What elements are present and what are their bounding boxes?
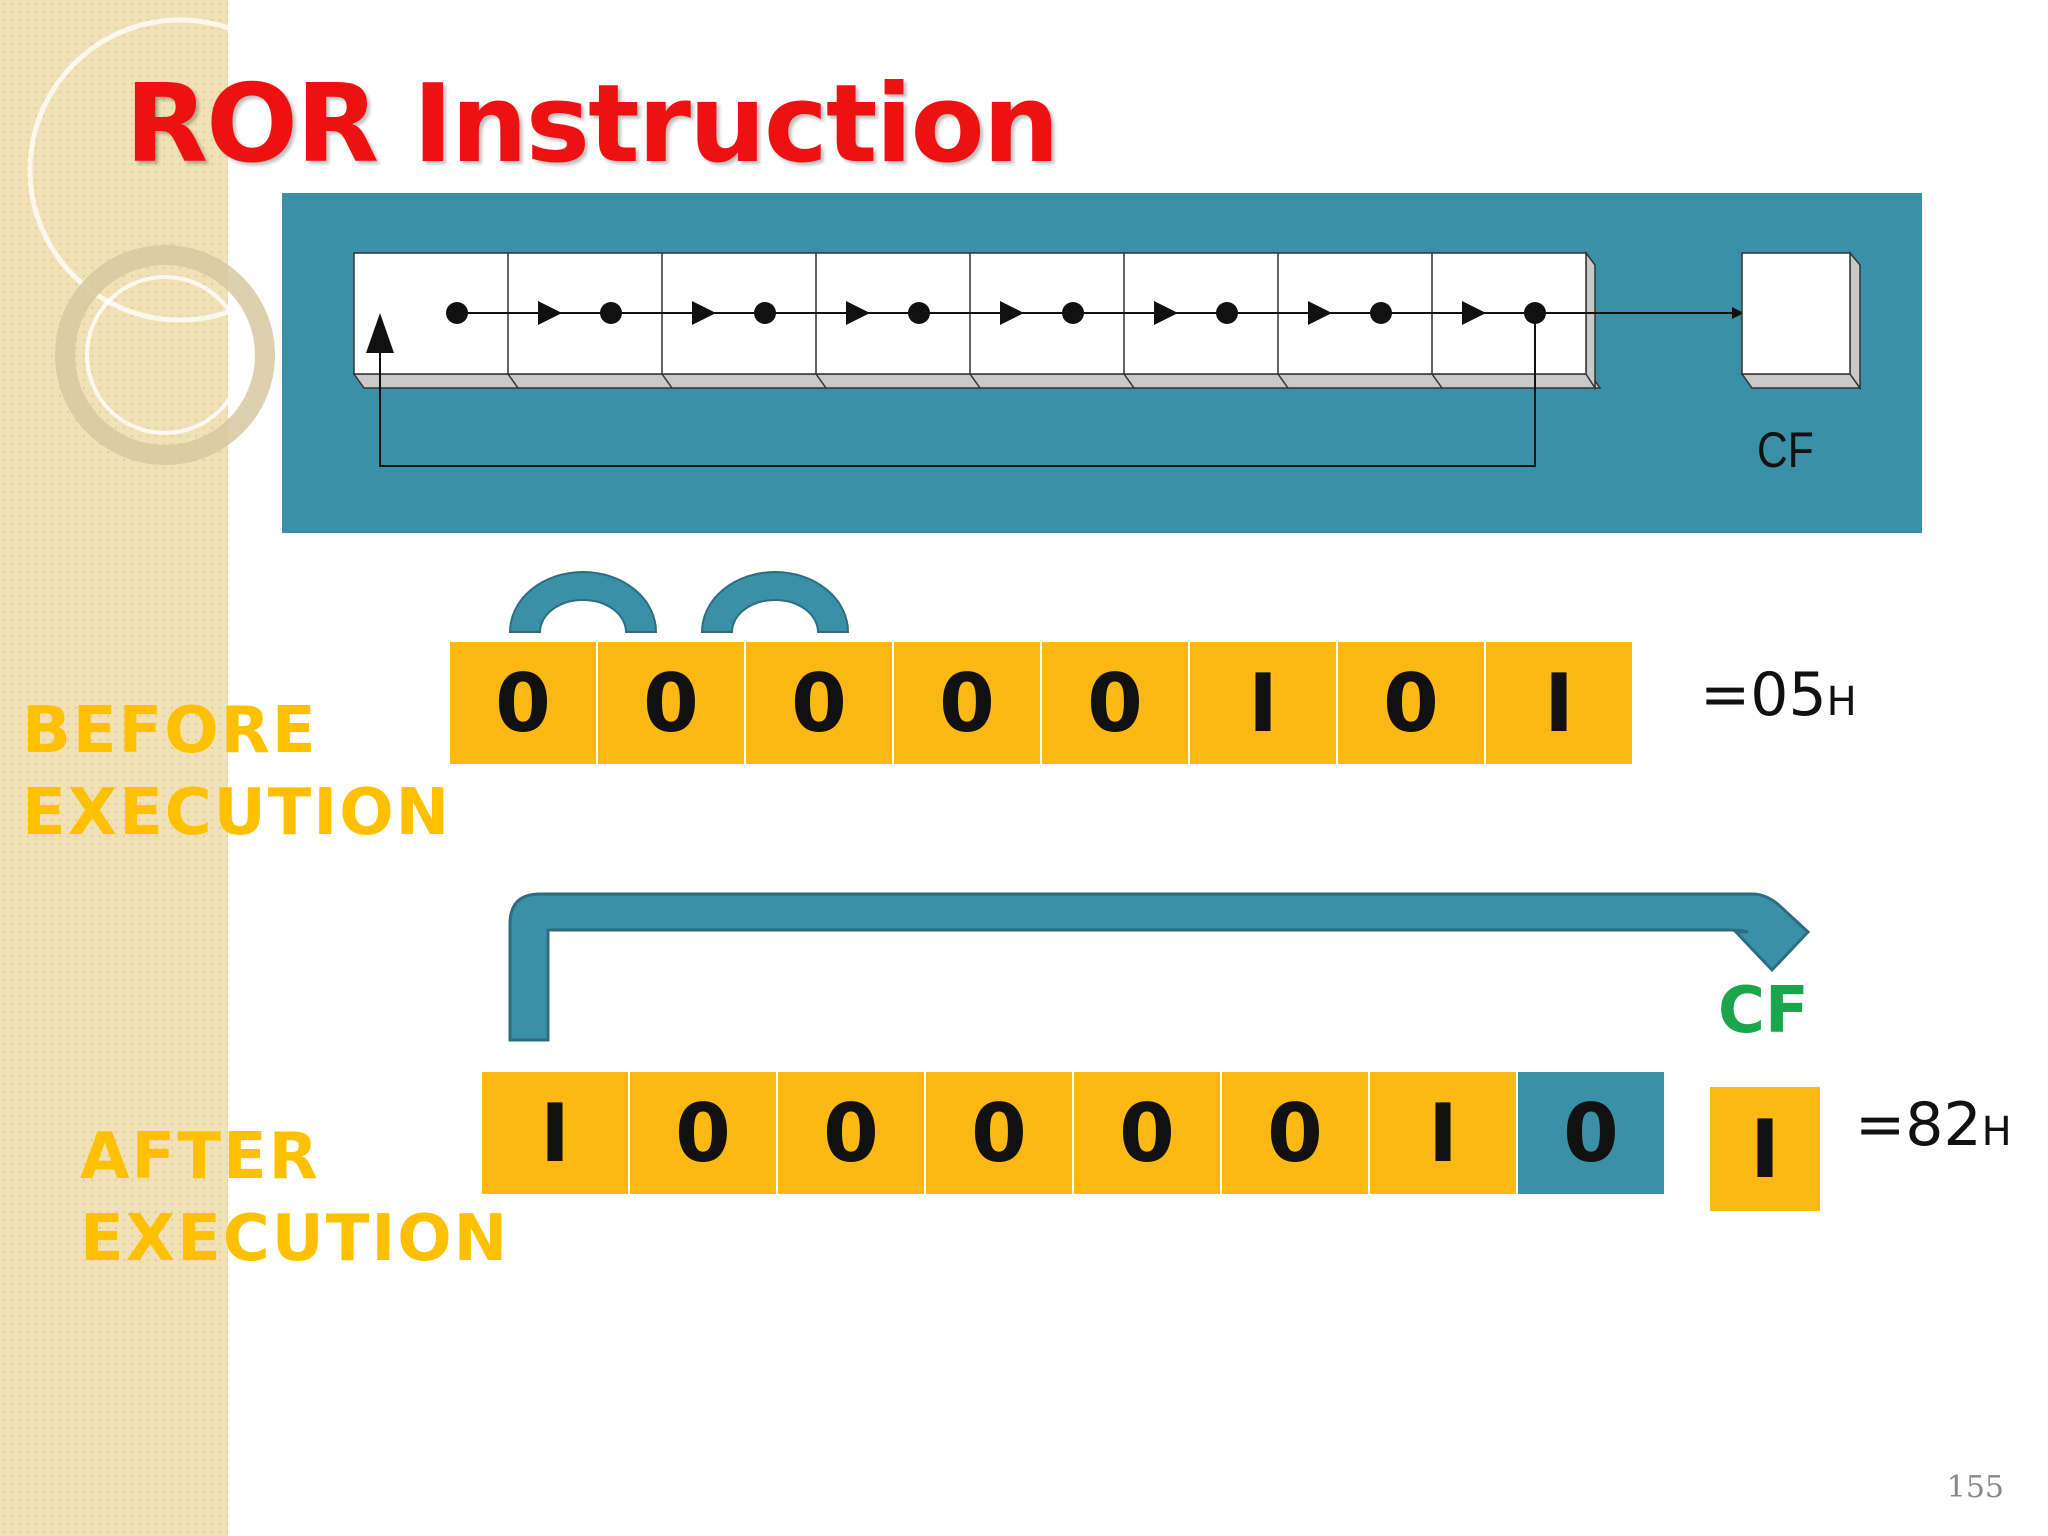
- after-hex-number: =82: [1855, 1090, 1982, 1160]
- wrap-around-arrow: [508, 892, 1811, 1042]
- after-cf-value: I: [1710, 1087, 1820, 1211]
- before-bit-1: 0: [1338, 642, 1484, 764]
- cf-diagram-label: CF: [1757, 422, 1814, 478]
- page-number: 155: [1946, 1470, 2004, 1505]
- before-bit-7: 0: [450, 642, 596, 764]
- after-bit-6: 0: [630, 1072, 776, 1194]
- after-label-line1: AFTER: [80, 1120, 320, 1194]
- after-bit-5: 0: [778, 1072, 924, 1194]
- decorative-rings: [27, 17, 300, 465]
- before-bit-3: 0: [1042, 642, 1188, 764]
- after-bit-1: I: [1370, 1072, 1516, 1194]
- before-hex-value: =05H: [1700, 660, 1857, 730]
- before-label-line2: EXECUTION: [22, 776, 452, 850]
- bit-shift-arc-1: [508, 571, 658, 633]
- after-hex-value: =82H: [1855, 1090, 2012, 1160]
- before-bit-2: I: [1190, 642, 1336, 764]
- before-label-line1: BEFORE: [22, 694, 318, 768]
- after-bit-7: I: [482, 1072, 628, 1194]
- before-execution-label: BEFORE EXECUTION: [22, 690, 451, 854]
- bit-shift-arc-2: [700, 571, 850, 633]
- before-bit-6: 0: [598, 642, 744, 764]
- after-bit-2: 0: [1222, 1072, 1368, 1194]
- ror-rotation-diagram: CF: [282, 193, 1922, 533]
- after-bit-3: 0: [1074, 1072, 1220, 1194]
- shift-arrowheads: [538, 301, 1486, 325]
- before-bit-5: 0: [746, 642, 892, 764]
- after-label-line2: EXECUTION: [80, 1202, 510, 1276]
- rotation-diagram-graphic: [352, 250, 1862, 467]
- after-hex-suffix: H: [1981, 1109, 2012, 1155]
- after-bit-register: I 0 0 0 0 0 I 0: [482, 1072, 1666, 1194]
- before-bit-0: I: [1486, 642, 1632, 764]
- after-cf-label: CF: [1718, 974, 1809, 1048]
- after-bit-4: 0: [926, 1072, 1072, 1194]
- before-hex-suffix: H: [1826, 679, 1857, 725]
- before-bit-4: 0: [894, 642, 1040, 764]
- before-bit-register: 0 0 0 0 0 I 0 I: [450, 642, 1634, 764]
- after-bit-0: 0: [1518, 1072, 1664, 1194]
- before-hex-number: =05: [1700, 660, 1827, 730]
- slide-title: ROR Instruction: [125, 62, 1060, 187]
- after-execution-label: AFTER EXECUTION: [80, 1116, 509, 1280]
